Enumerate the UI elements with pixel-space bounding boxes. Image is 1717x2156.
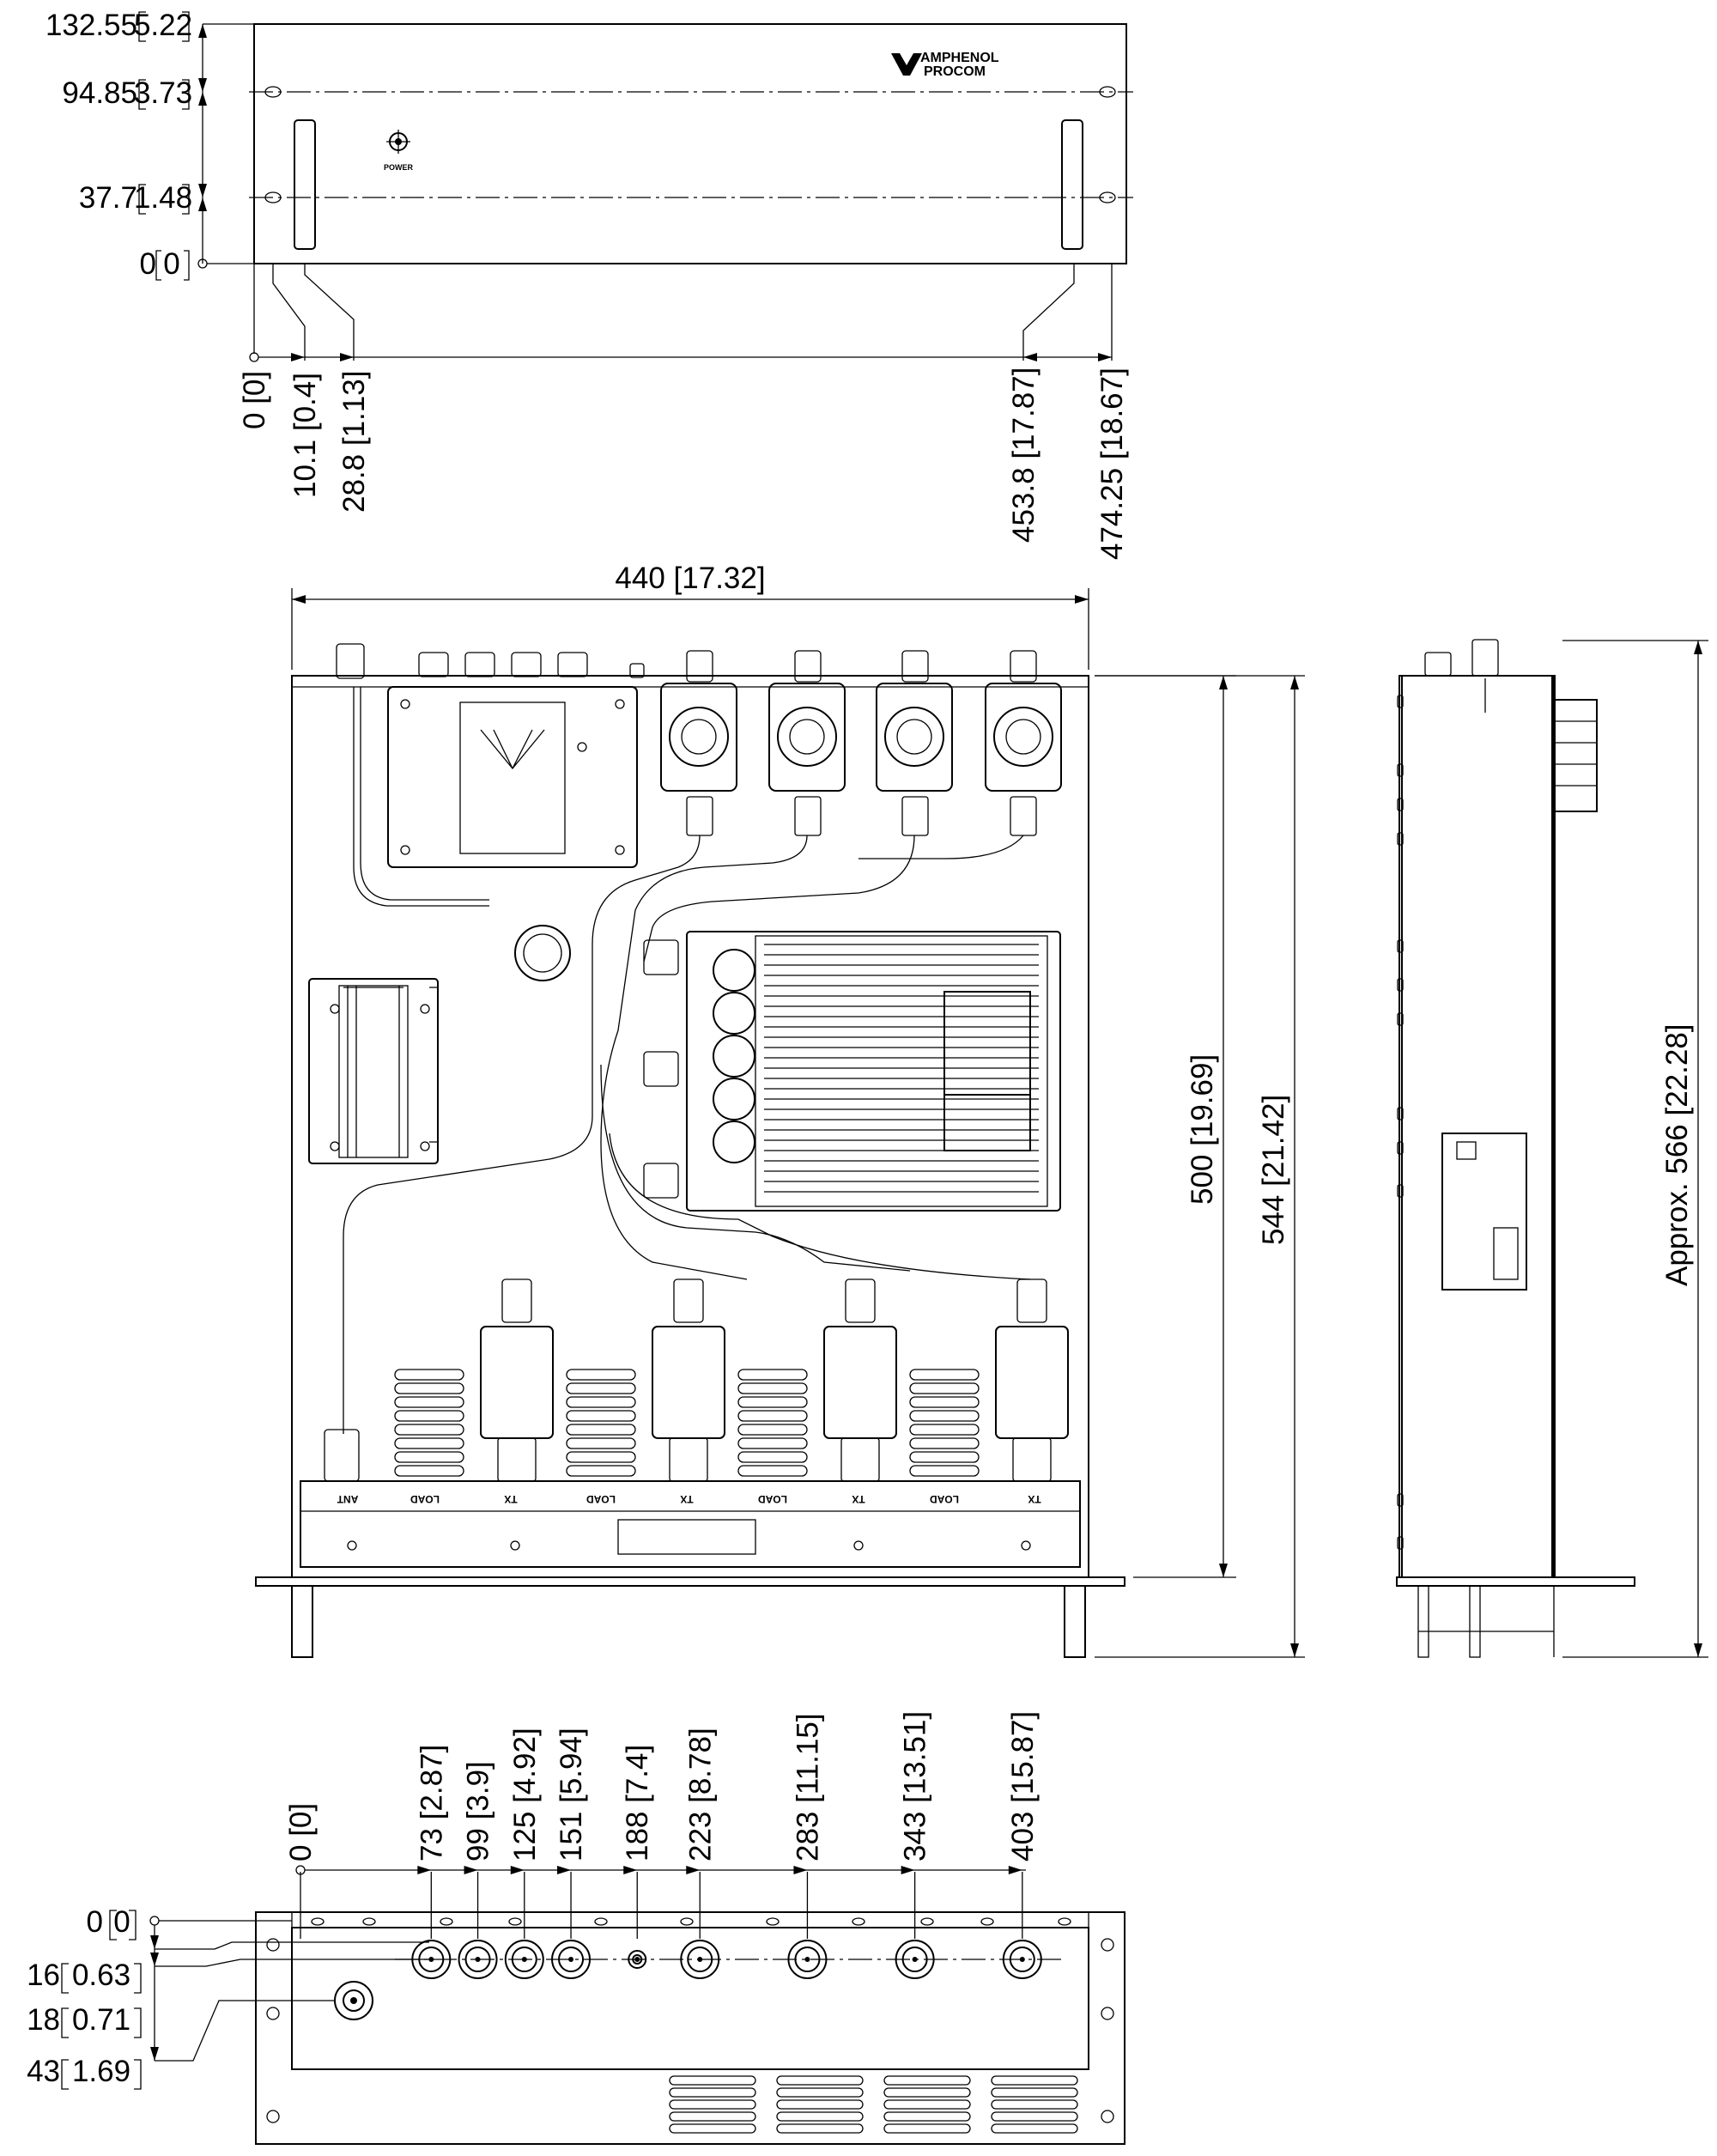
port-label-tx: TX: [680, 1493, 693, 1505]
front-vertical-dim-2: 37.7 1.48: [79, 181, 192, 215]
cavity-filter-module: [643, 931, 1061, 1212]
rear-h-dim-2: 99 [3.9]: [462, 1761, 495, 1861]
svg-text:37.7: 37.7: [79, 181, 137, 215]
combiner-connectors: [336, 643, 645, 679]
left-amplifier-module: [308, 978, 439, 1164]
top-width-dim: 440 [17.32]: [615, 562, 765, 595]
rear-chassis: [291, 1927, 1089, 2070]
svg-text:16: 16: [27, 1959, 60, 1992]
svg-text:PROCOM: PROCOM: [924, 64, 986, 79]
rear-h-dim-0: 0 [0]: [284, 1803, 318, 1861]
front-vertical-dim-0: 132.55 5.22: [46, 9, 192, 42]
port-label-ant: ANT: [337, 1493, 358, 1505]
svg-text:0: 0: [113, 1905, 130, 1939]
port-label-strip: [300, 1480, 1081, 1568]
rear-panel-outline: [255, 1911, 1125, 2145]
svg-text:18: 18: [27, 2003, 60, 2037]
product-label: [617, 1519, 756, 1555]
depth-dim-500: 500 [19.69]: [1186, 1054, 1219, 1205]
port-label-load: LOAD: [410, 1493, 440, 1505]
svg-text:0: 0: [163, 247, 179, 281]
svg-text:0: 0: [87, 1905, 103, 1939]
right-handle-top: [1064, 1585, 1086, 1658]
rear-v-dim-1: 16 0.63: [27, 1959, 130, 1992]
rear-v-dim-0: 0 0: [87, 1905, 130, 1939]
chassis-outline: [291, 675, 1089, 1578]
load-resistors: [394, 1369, 980, 1477]
side-view: Approx. 566 [22.28]: [1396, 639, 1708, 1658]
rear-h-dim-5: 188 [7.4]: [621, 1745, 654, 1861]
front-panel-outline: [253, 23, 1127, 264]
front-h-dim-4: 474.25 [18.67]: [1095, 367, 1129, 560]
rear-h-dim-4: 151 [5.94]: [555, 1728, 588, 1861]
rear-h-dim-1: 73 [2.87]: [415, 1745, 448, 1861]
front-h-dim-0: 0 [0]: [238, 371, 271, 429]
top-view: 440 [17.32]: [255, 562, 1305, 1658]
front-vertical-dim-3: 0 0: [140, 247, 180, 281]
front-h-dim-3: 453.8 [17.87]: [1007, 367, 1041, 543]
port-label-load: LOAD: [586, 1493, 616, 1505]
rear-h-dim-8: 343 [13.51]: [899, 1711, 932, 1861]
coax-cables: [343, 687, 1031, 1434]
svg-text:AMPHENOL: AMPHENOL: [920, 51, 999, 65]
port-label-load: LOAD: [758, 1493, 787, 1505]
port-label-tx: TX: [852, 1493, 865, 1505]
svg-text:94.85: 94.85: [62, 76, 137, 110]
depth-dim-544: 544 [21.42]: [1257, 1095, 1290, 1245]
side-label: [1441, 1133, 1527, 1291]
svg-text:1.69: 1.69: [72, 2055, 130, 2088]
amphenol-procom-logo: AMPHENOL PROCOM: [891, 51, 999, 79]
right-handle: [1061, 119, 1083, 250]
svg-text:0.63: 0.63: [72, 1959, 130, 1992]
rear-view: 0 [0] 73 [2.87] 99 [3.9] 125 [4.92] 151 [5.9…: [27, 1711, 1125, 2145]
rear-h-dim-3: 125 [4.92]: [508, 1728, 542, 1861]
port-label-load: LOAD: [930, 1493, 959, 1505]
rear-h-dim-9: 403 [15.87]: [1006, 1711, 1040, 1861]
front-view: POWER AMPHENOL PROCOM 132.55 5.22 94.85 …: [46, 9, 1133, 560]
isolators-top: [660, 650, 1062, 836]
svg-text:3.73: 3.73: [134, 76, 192, 110]
power-label: POWER: [384, 163, 414, 172]
svg-text:0.71: 0.71: [72, 2003, 130, 2037]
combiner-label: [459, 701, 566, 854]
port-labels: ANT LOAD TX LOAD TX LOAD TX LOAD TX: [337, 1493, 1041, 1505]
side-length-dim: Approx. 566 [22.28]: [1660, 1023, 1694, 1286]
svg-text:5.22: 5.22: [134, 9, 192, 42]
svg-text:43: 43: [27, 2055, 60, 2088]
port-label-tx: TX: [504, 1493, 517, 1505]
svg-text:132.55: 132.55: [46, 9, 137, 42]
svg-text:0: 0: [140, 247, 156, 281]
cable-loop: [514, 925, 571, 981]
svg-text:1.48: 1.48: [134, 181, 192, 215]
front-h-dim-1: 10.1 [0.4]: [288, 373, 322, 498]
ant-connector: [324, 1429, 360, 1482]
front-flange: [255, 1576, 1125, 1587]
port-label-tx: TX: [1028, 1493, 1041, 1505]
front-h-dim-2: 28.8 [1.13]: [337, 371, 371, 513]
front-vertical-dim-1: 94.85 3.73: [62, 76, 192, 110]
combiner-module: [387, 686, 638, 868]
rear-h-dim-6: 223 [8.78]: [683, 1728, 717, 1861]
left-handle-top: [291, 1585, 313, 1658]
power-indicator-icon: [386, 130, 410, 154]
left-handle: [294, 119, 316, 250]
rear-v-dim-2: 18 0.71: [27, 2003, 130, 2037]
rear-h-dim-7: 283 [11.15]: [791, 1713, 824, 1861]
side-chassis: [1401, 675, 1555, 1578]
rear-v-dim-3: 43 1.69: [27, 2055, 130, 2088]
